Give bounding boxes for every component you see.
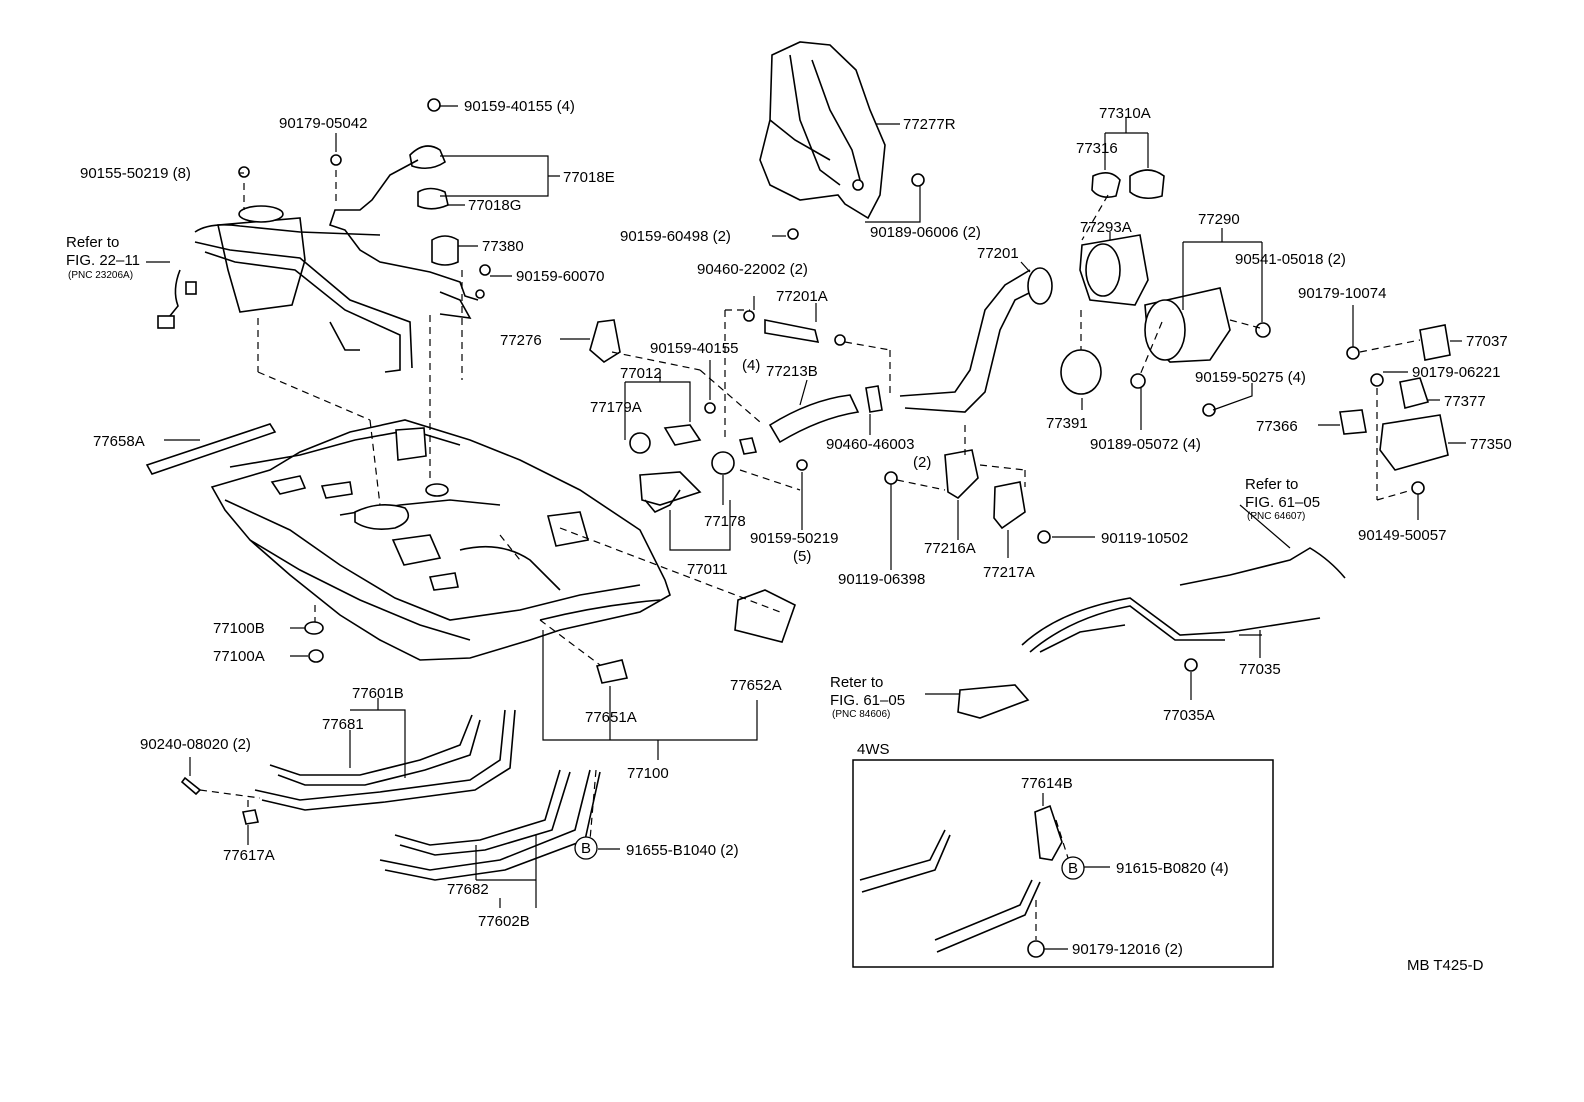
ref-fig22-line3: (PNC 23206A) (68, 270, 133, 281)
ref-fig61b-line2: FIG. 61–05 (830, 692, 905, 709)
callout-b-circle (1061, 856, 1085, 880)
tank-band-front (254, 709, 516, 811)
label-77391: 77391 (1046, 415, 1088, 432)
label-77179A: 77179A (590, 399, 642, 416)
box-4ws (852, 759, 1274, 968)
label-77310A: 77310A (1099, 105, 1151, 122)
label-77682: 77682 (447, 881, 489, 898)
label-77035A: 77035A (1163, 707, 1215, 724)
filler-bracket-parts (884, 449, 1051, 544)
label-90179-10074: 90179-10074 (1298, 285, 1386, 302)
ref-fig61b-line1: Reter to (830, 674, 883, 691)
fuel-pump-assembly (157, 205, 413, 373)
label-90159-50219: 90159-50219 (750, 530, 838, 547)
label-77213B: 77213B (766, 363, 818, 380)
label-77658A: 77658A (93, 433, 145, 450)
ref-fig61a-line1: Refer to (1245, 476, 1298, 493)
label-90159-60498: 90159-60498 (2) (620, 228, 731, 245)
label-77011: 77011 (687, 561, 728, 578)
fuel-lid-components (1339, 324, 1451, 495)
label-77217A: 77217A (983, 564, 1035, 581)
label-90460-22002: 90460-22002 (2) (697, 261, 808, 278)
label-77290: 77290 (1198, 211, 1240, 228)
label-77201A: 77201A (776, 288, 828, 305)
tank-protector-large (734, 589, 796, 643)
label-90159-60070: 90159-60070 (516, 268, 604, 285)
label-77316: 77316 (1076, 140, 1118, 157)
part-labels: 90159-40155 (4) 90179-05042 90155-50219 … (66, 98, 1512, 974)
label-90155-50219: 90155-50219 (8) (80, 165, 191, 182)
label-90179-06221: 90179-06221 (1412, 364, 1500, 381)
ref-fig61b-line3: (PNC 84606) (832, 709, 890, 720)
label-77350: 77350 (1470, 436, 1512, 453)
label-77380: 77380 (482, 238, 524, 255)
label-77277R: 77277R (903, 116, 956, 133)
label-77366: 77366 (1256, 418, 1298, 435)
label-77018G: 77018G (468, 197, 521, 214)
tank-protector-small (595, 659, 629, 684)
label-90460-46003-qty: (2) (913, 454, 931, 471)
label-4ws: 4WS (857, 741, 890, 758)
label-90159-50275: 90159-50275 (4) (1195, 369, 1306, 386)
label-90159-50219-qty: (5) (793, 548, 811, 565)
label-90159-40155-mid: 90159-40155 (650, 340, 738, 357)
label-77201: 77201 (977, 245, 1019, 262)
label-90541-05018: 90541-05018 (2) (1235, 251, 1346, 268)
cushion-strip (145, 423, 277, 475)
label-90119-06398: 90119-06398 (838, 571, 925, 588)
ref-fig61a-line2: FIG. 61–05 (1245, 494, 1320, 511)
label-77018E: 77018E (563, 169, 615, 186)
fuel-lid-opener-cable (957, 547, 1346, 719)
label-77100A: 77100A (213, 648, 265, 665)
label-77651A: 77651A (585, 709, 637, 726)
label-77100: 77100 (627, 765, 669, 782)
label-77652A: 77652A (730, 677, 782, 694)
label-77276: 77276 (500, 332, 542, 349)
label-77617A: 77617A (223, 847, 275, 864)
label-91655-B1040: 91655-B1040 (2) (626, 842, 739, 859)
label-77614B: 77614B (1021, 775, 1073, 792)
label-77100B: 77100B (213, 620, 265, 637)
label-90149-50057: 90149-50057 (1358, 527, 1446, 544)
label-77012: 77012 (620, 365, 662, 382)
label-77601B: 77601B (352, 685, 404, 702)
label-90189-05072: 90189-05072 (4) (1090, 436, 1201, 453)
label-77681: 77681 (322, 716, 364, 733)
ref-fig22-line1: Refer to (66, 234, 119, 251)
label-77216A: 77216A (924, 540, 976, 557)
label-77178: 77178 (704, 513, 746, 530)
label-90179-12016: 90179-12016 (2) (1072, 941, 1183, 958)
dashed-fitting-lines (199, 170, 1421, 940)
callout-b-circle (574, 836, 598, 860)
label-77293A: 77293A (1080, 219, 1132, 236)
label-77377: 77377 (1444, 393, 1486, 410)
fuel-tank-body (210, 419, 671, 661)
label-77602B: 77602B (478, 913, 530, 930)
label-91615-B0820: 91615-B0820 (4) (1116, 860, 1229, 877)
document-code: MB T425-D (1407, 957, 1484, 974)
label-90460-46003: 90460-46003 (826, 436, 914, 453)
ref-fig61a-line3: (PNC 64607) (1247, 511, 1305, 522)
filler-pipe (899, 267, 1053, 413)
sender-gauge-assembly (238, 98, 491, 320)
fuel-inlet-components (1060, 169, 1271, 417)
label-90240-08020: 90240-08020 (2) (140, 736, 251, 753)
label-77035: 77035 (1239, 661, 1281, 678)
label-90159-40155-mid-qty: (4) (742, 357, 760, 374)
filler-neck-protector (759, 41, 925, 240)
label-77037: 77037 (1466, 333, 1508, 350)
label-90179-05042: 90179-05042 (279, 115, 367, 132)
label-90189-06006: 90189-06006 (2) (870, 224, 981, 241)
callout-b-left: B (581, 840, 591, 857)
label-90119-10502: 90119-10502 (1101, 530, 1188, 547)
tank-band-rear (379, 769, 601, 881)
callout-b-right: B (1068, 860, 1078, 877)
label-90159-40155-top: 90159-40155 (4) (464, 98, 575, 115)
ref-fig22-line2: FIG. 22–11 (66, 252, 140, 269)
leader-lines (146, 105, 1466, 950)
